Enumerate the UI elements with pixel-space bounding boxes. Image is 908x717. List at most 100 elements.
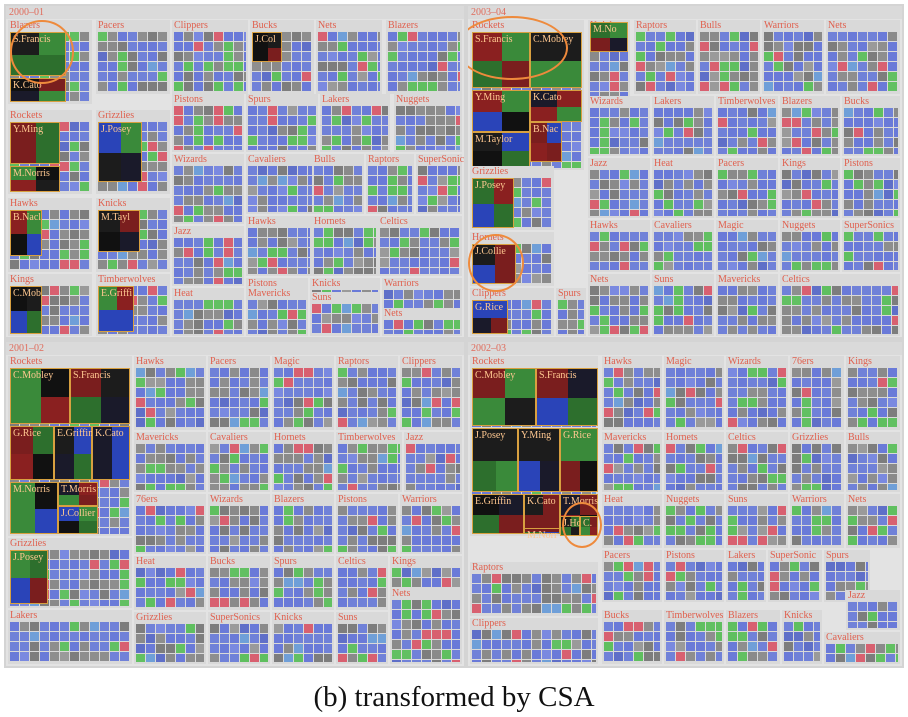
- team-block-suns[interactable]: Suns: [726, 494, 788, 548]
- team-block-mavericks[interactable]: Mavericks: [246, 288, 308, 336]
- team-block-jazz[interactable]: Jazz: [846, 590, 900, 630]
- team-block-raptors[interactable]: Raptors: [336, 356, 398, 430]
- team-block-warriors[interactable]: Warriors: [762, 20, 824, 94]
- team-block-heat[interactable]: Heat: [172, 288, 244, 336]
- team-block-hawks[interactable]: Hawks: [246, 216, 312, 276]
- player-block[interactable]: B.Nac: [530, 122, 562, 162]
- team-block-blazers[interactable]: Blazers: [780, 96, 840, 156]
- team-block-jazz[interactable]: Jazz: [172, 226, 244, 286]
- team-block-lakers[interactable]: Lakers: [320, 94, 390, 152]
- player-block[interactable]: M.Tayl: [98, 210, 140, 252]
- team-block-raptors[interactable]: Raptors: [470, 562, 598, 616]
- team-block-pistons[interactable]: Pistons: [664, 550, 724, 602]
- team-block-warriors[interactable]: Warriors: [400, 494, 462, 554]
- player-block[interactable]: C.Mobley: [10, 368, 70, 424]
- team-block-pistons[interactable]: Pistons: [336, 494, 398, 554]
- team-block-supersonic[interactable]: SuperSonic: [768, 550, 822, 602]
- team-block-jazz[interactable]: Jazz: [588, 158, 650, 218]
- team-block-nuggets[interactable]: Nuggets: [780, 220, 840, 272]
- player-block[interactable]: S.Francis: [70, 368, 130, 424]
- team-block-cavaliers[interactable]: Cavaliers: [246, 154, 318, 214]
- team-block-heat[interactable]: Heat: [602, 494, 662, 548]
- team-block-knicks[interactable]: Knicks: [272, 612, 334, 664]
- team-block-nuggets[interactable]: Nuggets: [664, 494, 724, 548]
- player-block[interactable]: E.Griffi: [98, 286, 134, 332]
- team-block-hornets[interactable]: Hornets: [664, 432, 724, 492]
- player-block[interactable]: J.Collier: [58, 506, 98, 534]
- player-block[interactable]: M.Taylor: [472, 132, 530, 168]
- team-block-supersonics[interactable]: SuperSonics: [842, 220, 900, 272]
- player-block[interactable]: S.Francis: [536, 368, 598, 426]
- team-block-hawks[interactable]: Hawks: [588, 220, 650, 272]
- team-block-kings[interactable]: Kings: [390, 556, 462, 610]
- team-block-wizards[interactable]: Wizards: [172, 154, 244, 224]
- team-block-spurs[interactable]: Spurs: [272, 556, 334, 610]
- player-block[interactable]: Y.Ming: [518, 428, 560, 492]
- team-block-cavaliers[interactable]: Cavaliers: [824, 632, 900, 664]
- team-block-pacers[interactable]: Pacers: [96, 20, 170, 94]
- team-block-pacers[interactable]: Pacers: [208, 356, 270, 430]
- player-block[interactable]: Y.Ming: [472, 90, 530, 132]
- player-block[interactable]: G.Rice: [472, 300, 508, 334]
- team-block-bucks[interactable]: Bucks: [602, 610, 662, 664]
- team-block-clippers[interactable]: Clippers: [400, 356, 462, 430]
- player-block[interactable]: G.Rice: [560, 428, 598, 492]
- team-block-nets[interactable]: Nets: [382, 308, 462, 336]
- player-block[interactable]: K.Cato: [530, 90, 582, 122]
- player-block[interactable]: Y.Ming: [10, 122, 60, 164]
- team-block-kings[interactable]: Kings: [846, 356, 900, 430]
- team-block-76ers[interactable]: 76ers: [134, 494, 206, 554]
- team-block-knicks[interactable]: Knicks: [782, 610, 822, 664]
- team-block-lakers[interactable]: Lakers: [8, 610, 132, 664]
- team-block-raptors[interactable]: Raptors: [634, 20, 696, 94]
- team-block-heat[interactable]: Heat: [134, 556, 206, 610]
- team-block-spurs[interactable]: Spurs: [556, 288, 586, 336]
- team-block-76ers[interactable]: 76ers: [790, 356, 844, 430]
- team-block-wizards[interactable]: Wizards: [208, 494, 270, 554]
- team-block-suns[interactable]: Suns: [652, 274, 714, 336]
- team-block-bulls[interactable]: Bulls: [698, 20, 760, 94]
- team-block-suns[interactable]: Suns: [336, 612, 388, 664]
- player-block[interactable]: E.Griffin: [54, 426, 93, 480]
- player-block[interactable]: B.Nacl: [10, 210, 42, 256]
- team-block-timberwolves[interactable]: Timberwolves: [664, 610, 724, 664]
- team-block-bulls[interactable]: Bulls: [312, 154, 364, 214]
- team-block-kings[interactable]: Kings: [780, 158, 840, 218]
- team-block-magic[interactable]: Magic: [664, 356, 724, 430]
- player-block[interactable]: J.Posey: [10, 550, 48, 604]
- team-block-nets[interactable]: Nets: [846, 494, 900, 548]
- player-block[interactable]: J.Posey: [98, 122, 142, 182]
- player-block[interactable]: E.Griffin: [472, 494, 524, 534]
- team-block-nets[interactable]: Nets: [316, 20, 382, 94]
- player-block[interactable]: K.Cato: [92, 426, 130, 480]
- team-block-mavericks[interactable]: Mavericks: [716, 274, 778, 336]
- team-block-grizzlies[interactable]: Grizzlies: [134, 612, 206, 664]
- team-block-blazers[interactable]: Blazers: [386, 20, 462, 94]
- team-block-warriors[interactable]: Warriors: [790, 494, 844, 548]
- player-block[interactable]: J.Posey: [472, 428, 518, 492]
- team-block-suns[interactable]: Suns: [310, 292, 380, 336]
- team-block-clippers[interactable]: Clippers: [470, 618, 598, 664]
- team-block-celtics[interactable]: Celtics: [378, 216, 462, 276]
- team-block-nets[interactable]: Nets: [588, 274, 650, 336]
- team-block-blazers[interactable]: Blazers: [272, 494, 334, 554]
- player-block[interactable]: G.Rice: [10, 426, 54, 480]
- team-block-lakers[interactable]: Lakers: [726, 550, 766, 602]
- team-block-bucks[interactable]: Bucks: [842, 96, 900, 156]
- team-block-supersonic[interactable]: SuperSonic: [416, 154, 464, 214]
- team-block-magic[interactable]: Magic: [272, 356, 334, 430]
- team-block-grizzlies[interactable]: Grizzlies: [790, 432, 844, 492]
- team-block-mavericks[interactable]: Mavericks: [134, 432, 206, 492]
- team-block-magic[interactable]: Magic: [716, 220, 778, 272]
- team-block-pacers[interactable]: Pacers: [602, 550, 662, 602]
- team-block-clippers[interactable]: Clippers: [172, 20, 248, 94]
- team-block-raptors[interactable]: Raptors: [366, 154, 414, 214]
